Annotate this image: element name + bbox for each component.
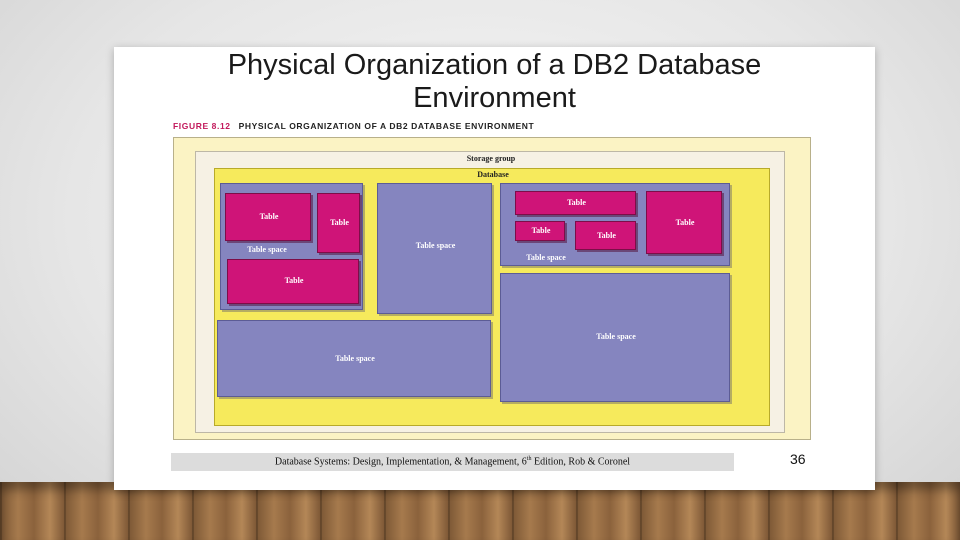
- table-space: Table space: [217, 320, 491, 397]
- table-space-label: Table space: [247, 245, 287, 254]
- table-space: Table Table Table space Table: [220, 183, 363, 310]
- table: Table: [575, 221, 636, 250]
- citation-superscript: th: [526, 456, 532, 462]
- citation-text: Database Systems: Design, Implementation…: [171, 456, 734, 467]
- citation-text-part: Edition, Rob & Coronel: [531, 456, 631, 468]
- table-space: Table space: [377, 183, 492, 314]
- table: Table: [317, 193, 360, 253]
- table: Table: [515, 191, 636, 215]
- slide: Physical Organization of a DB2 Database …: [114, 47, 875, 490]
- figure-caption: FIGURE 8.12 PHYSICAL ORGANIZATION OF A DB…: [173, 121, 534, 131]
- table-space: Table space: [500, 273, 730, 402]
- slide-title: Physical Organization of a DB2 Database …: [114, 49, 875, 115]
- table-label: Table: [330, 218, 349, 227]
- storage-group-label: Storage group: [466, 154, 516, 163]
- db2-diagram: Storage group Database Table Table Table…: [173, 137, 811, 440]
- citation-bar: Database Systems: Design, Implementation…: [171, 453, 734, 471]
- database-label: Database: [477, 170, 509, 179]
- slide-title-line-2: Environment: [413, 82, 576, 114]
- citation-text-part: Database Systems: Design, Implementation…: [274, 456, 527, 468]
- figure-number: FIGURE 8.12: [173, 121, 231, 131]
- table-label: Table: [567, 198, 586, 207]
- table: Table: [515, 221, 565, 241]
- table-space-label: Table space: [596, 332, 636, 341]
- table-label: Table: [675, 218, 695, 227]
- database-box: Database Table Table Table space Table: [214, 168, 770, 426]
- table: Table: [225, 193, 311, 241]
- storage-group-box: Storage group Database Table Table Table…: [195, 151, 785, 433]
- table: Table: [227, 259, 359, 304]
- page-number: 36: [790, 451, 806, 467]
- table-label: Table: [284, 276, 304, 285]
- table: Table: [646, 191, 722, 254]
- slide-title-line-1: Physical Organization of a DB2 Database: [227, 49, 762, 81]
- table-space: Table Table Table Table Table space: [500, 183, 730, 266]
- table-label: Table: [259, 212, 279, 221]
- table-space-label: Table space: [526, 253, 566, 262]
- table-space-label: Table space: [335, 354, 375, 363]
- table-label: Table: [597, 231, 616, 240]
- table-label: Table: [531, 226, 551, 235]
- wood-floor-background: [0, 482, 960, 540]
- table-space-label: Table space: [415, 241, 456, 250]
- figure-caption-text: PHYSICAL ORGANIZATION OF A DB2 DATABASE …: [238, 121, 535, 131]
